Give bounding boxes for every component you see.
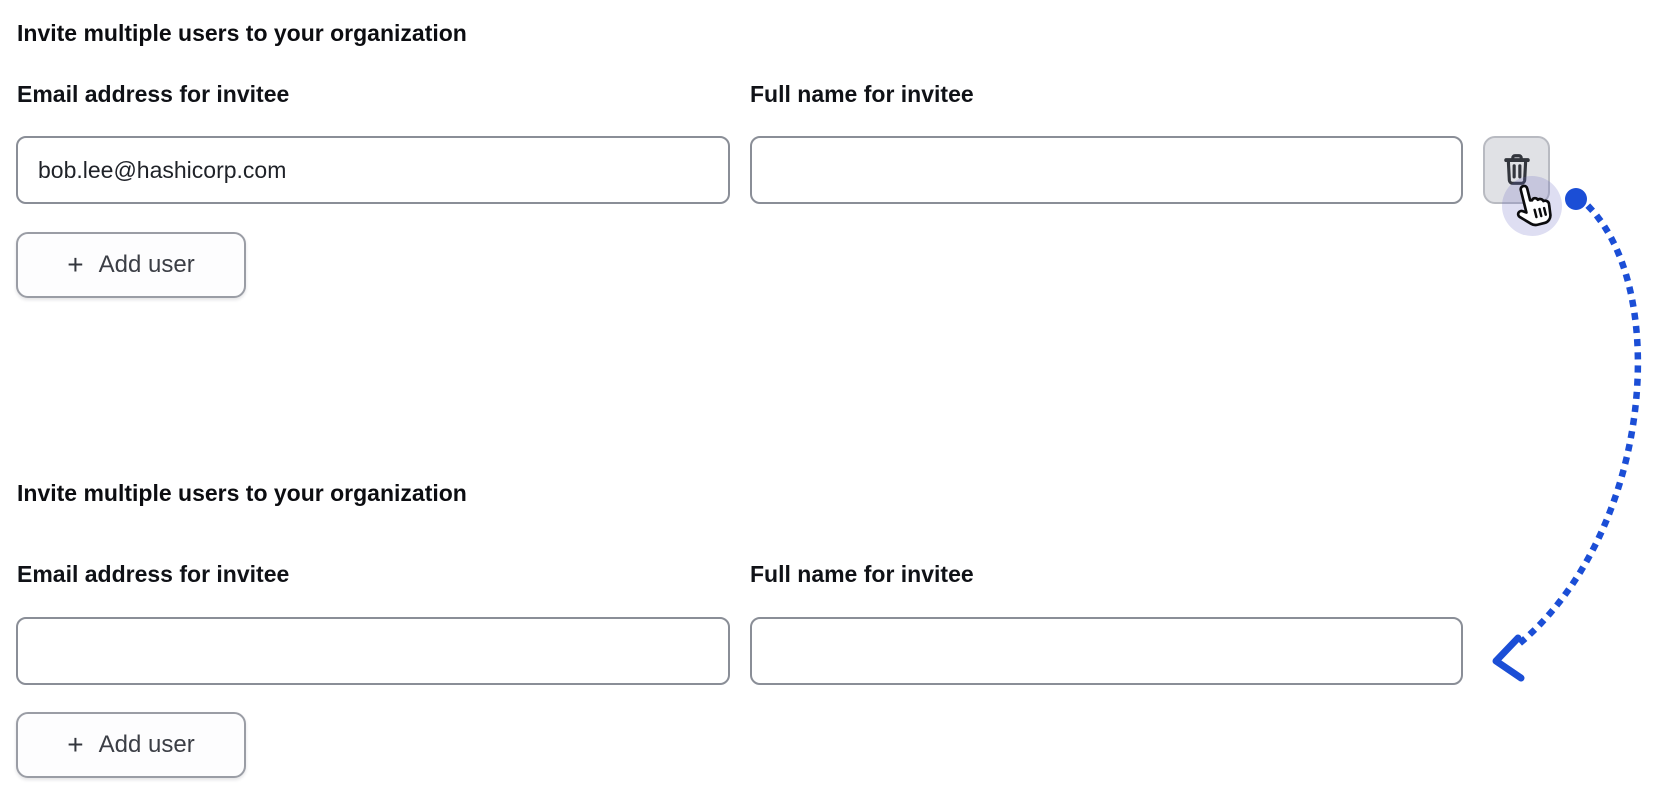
full-name-label: Full name for invitee [750,81,974,107]
form-title: Invite multiple users to your organizati… [17,20,467,46]
plus-icon: + [67,249,84,280]
delete-row-button[interactable] [1483,136,1550,204]
full-name-input[interactable] [750,136,1463,204]
email-input[interactable] [16,617,730,685]
add-user-button[interactable]: + Add user [16,712,246,778]
full-name-label: Full name for invitee [750,561,974,587]
add-user-button-label: Add user [98,251,195,278]
arrow-start-dot [1565,188,1587,210]
plus-icon: + [67,729,84,760]
email-label: Email address for invitee [17,561,290,587]
add-user-button[interactable]: + Add user [16,232,246,298]
arrowhead [1492,634,1525,682]
full-name-input[interactable] [750,617,1463,685]
add-user-button-label: Add user [98,731,195,758]
trash-icon [1499,152,1535,188]
email-label: Email address for invitee [17,81,290,107]
email-input[interactable] [16,136,730,204]
form-title: Invite multiple users to your organizati… [17,480,467,506]
focus-move-arrow [1509,203,1642,653]
